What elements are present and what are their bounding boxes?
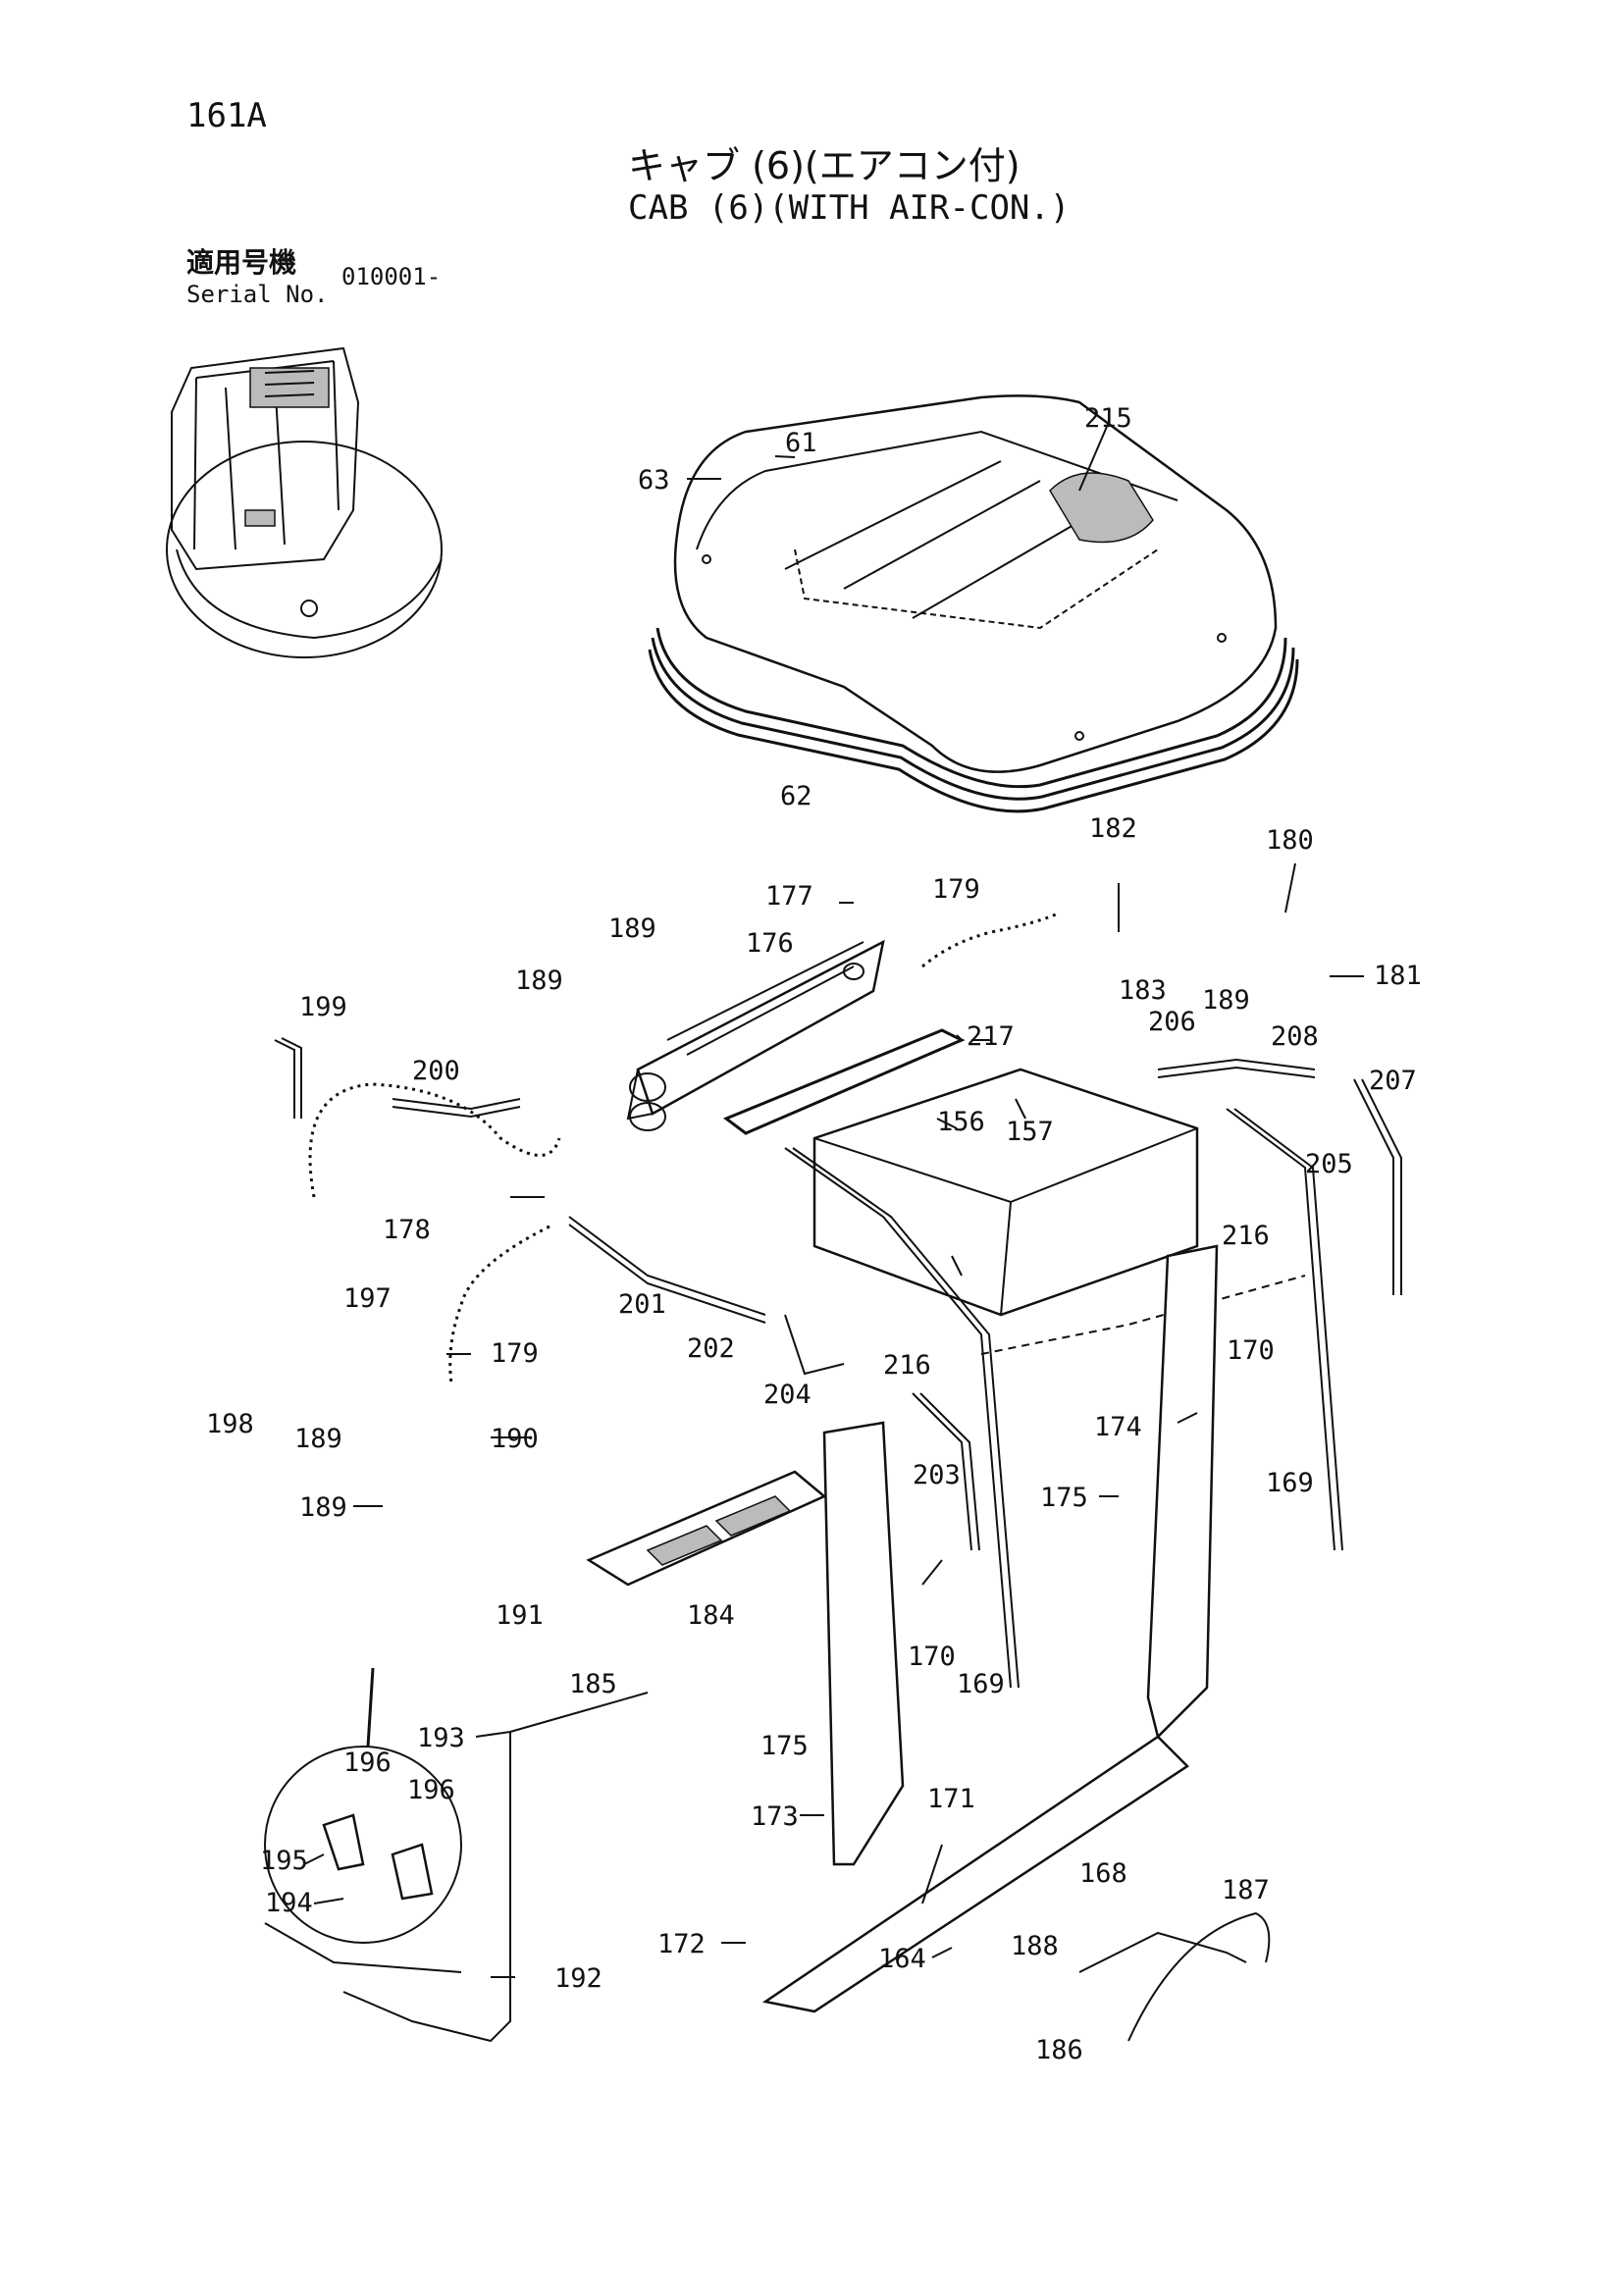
serial-label-japanese: 適用号機	[186, 246, 297, 279]
callout-198: 198	[206, 1409, 254, 1439]
callout-170-a: 170	[1227, 1335, 1275, 1366]
machine-overview-illustration	[166, 346, 443, 658]
callout-189-b: 189	[515, 965, 563, 996]
callout-186: 186	[1035, 2035, 1083, 2065]
callout-189-d: 189	[294, 1424, 342, 1454]
callout-183: 183	[1119, 975, 1167, 1006]
callout-196-a: 196	[343, 1748, 392, 1778]
callout-168: 168	[1079, 1858, 1127, 1889]
duct-hose-lower	[448, 1225, 550, 1384]
callout-172: 172	[657, 1929, 706, 1959]
callout-200: 200	[412, 1056, 460, 1086]
page-title-english: CAB (6)(WITH AIR-CON.)	[628, 188, 1071, 228]
callout-207: 207	[1369, 1066, 1417, 1096]
lower-trim	[761, 1735, 1189, 2013]
air-conditioner-unit	[626, 939, 885, 1131]
detail-view-circle	[264, 1667, 462, 1944]
callout-156: 156	[937, 1107, 985, 1137]
serial-label-english: Serial No.	[186, 281, 329, 308]
callout-173: 173	[751, 1801, 799, 1832]
callout-176: 176	[746, 928, 794, 959]
callout-169-a: 169	[1266, 1468, 1314, 1498]
callout-179-lower: 179	[491, 1338, 539, 1369]
callout-175-b: 175	[760, 1731, 809, 1761]
callout-193: 193	[417, 1723, 465, 1753]
callout-201: 201	[618, 1289, 666, 1320]
callout-184: 184	[687, 1600, 735, 1631]
piping	[274, 1037, 1402, 1689]
callout-leaders	[303, 421, 1364, 1978]
callout-216-b: 216	[883, 1350, 931, 1381]
callout-189-e: 189	[299, 1492, 347, 1523]
callout-216-a: 216	[1222, 1221, 1270, 1251]
duct-hose-left	[308, 1082, 561, 1198]
callout-188: 188	[1011, 1931, 1059, 1961]
page-title-japanese: キャブ (6)(エアコン付)	[628, 144, 1021, 187]
pillar-covers	[822, 1244, 1219, 1866]
control-cable	[1078, 1911, 1271, 2042]
page-number: 161A	[186, 96, 267, 135]
callout-191: 191	[496, 1600, 544, 1631]
roof-cover	[673, 394, 1278, 773]
serial-number-value: 010001-	[341, 263, 442, 290]
callout-177: 177	[765, 881, 813, 912]
wire-harness	[264, 1692, 649, 2043]
callout-labels: 61 62 63 215 182 180 177 179 176 189 189…	[206, 403, 1422, 2065]
callout-197: 197	[343, 1283, 392, 1314]
callout-180: 180	[1266, 825, 1314, 856]
callout-187: 187	[1222, 1875, 1270, 1905]
callout-169-b: 169	[957, 1669, 1005, 1699]
duct-hose-upper	[921, 911, 1061, 968]
callout-181: 181	[1374, 961, 1422, 991]
callout-62: 62	[780, 781, 812, 811]
filter-panel	[586, 1470, 827, 1587]
heater-box	[812, 1068, 1199, 1317]
callout-179-upper: 179	[932, 874, 980, 905]
callout-192: 192	[554, 1963, 602, 1994]
callout-189-c: 189	[1202, 985, 1250, 1016]
callout-194: 194	[265, 1888, 313, 1918]
callout-217: 217	[967, 1021, 1015, 1052]
callout-171: 171	[927, 1784, 975, 1814]
callout-157: 157	[1006, 1117, 1054, 1147]
callout-61: 61	[785, 428, 817, 458]
callout-185: 185	[569, 1669, 617, 1699]
callout-208: 208	[1271, 1021, 1319, 1052]
callout-175-a: 175	[1040, 1483, 1088, 1513]
callout-170-b: 170	[908, 1642, 956, 1672]
callout-199: 199	[299, 992, 347, 1022]
callout-174: 174	[1094, 1412, 1142, 1442]
callout-178: 178	[383, 1215, 431, 1245]
callout-164: 164	[878, 1944, 926, 1974]
callout-195: 195	[260, 1846, 308, 1876]
callout-203: 203	[913, 1460, 961, 1490]
roof-seal	[648, 627, 1299, 813]
callout-205: 205	[1305, 1149, 1353, 1179]
callout-63: 63	[638, 465, 670, 496]
callout-215: 215	[1084, 403, 1132, 434]
callout-182: 182	[1089, 813, 1137, 844]
callout-204: 204	[763, 1380, 812, 1410]
callout-202: 202	[687, 1333, 735, 1364]
callout-206: 206	[1148, 1007, 1196, 1037]
callout-189-a: 189	[608, 913, 656, 944]
callout-190: 190	[491, 1424, 539, 1454]
callout-196-b: 196	[407, 1775, 455, 1805]
